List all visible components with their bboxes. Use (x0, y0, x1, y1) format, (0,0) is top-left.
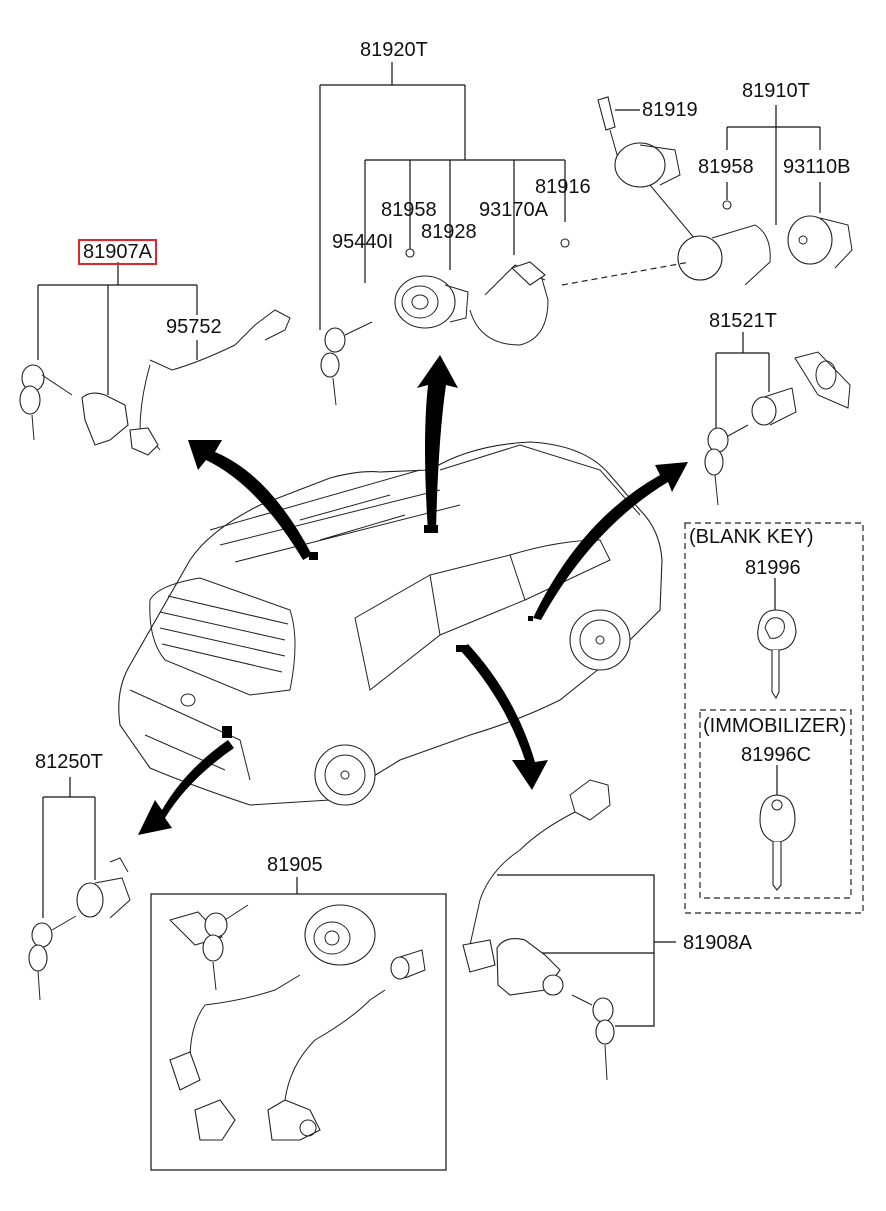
part-label-81920T[interactable]: 81920T (360, 39, 428, 61)
immobilizer-key-drawing (759, 794, 796, 891)
blank-key-drawing (757, 609, 797, 700)
leader-81907A (37, 262, 198, 395)
door-lock-81908A-drawing (462, 779, 615, 1081)
immobilizer-heading: (IMMOBILIZER) (703, 715, 847, 737)
arrow-to-81250T (138, 740, 234, 835)
immobilizer-box (699, 709, 852, 899)
arrow-to-81908A (460, 644, 548, 790)
part-label-81521T[interactable]: 81521T (709, 310, 777, 332)
part-label-81908A[interactable]: 81908A (683, 932, 752, 954)
blank-key-box (684, 522, 864, 914)
lock-set-81905-drawing (169, 904, 426, 1141)
part-label-95440I[interactable]: 95440I (332, 231, 394, 253)
blank-key-heading: (BLANK KEY) (689, 526, 814, 548)
part-label-93110B[interactable]: 93110B (783, 156, 851, 178)
lock-body-drawing (561, 96, 853, 286)
part-label-81905[interactable]: 81905 (267, 854, 323, 876)
arrow-to-81920T (417, 355, 458, 532)
tailgate-lock-drawing (19, 309, 291, 456)
arrow-to-81907A (188, 440, 312, 560)
part-label-81958-b[interactable]: 81958 (698, 156, 754, 178)
part-label-81996C[interactable]: 81996C (741, 744, 812, 766)
part-label-81916[interactable]: 81916 (535, 176, 591, 198)
rear-lock-drawing (28, 857, 131, 1001)
leader-81250T (42, 777, 96, 918)
ignition-cylinder-drawing (320, 238, 570, 406)
door-lock-cylinder-drawing (704, 351, 851, 506)
part-label-81250T[interactable]: 81250T (35, 751, 103, 773)
part-label-81907A-selected[interactable]: 81907A (78, 239, 157, 265)
part-label-81958[interactable]: 81958 (381, 199, 437, 221)
box-81905 (150, 877, 447, 1171)
vehicle-drawing (118, 441, 663, 806)
part-label-81910T[interactable]: 81910T (742, 80, 810, 102)
part-label-81996[interactable]: 81996 (745, 557, 801, 579)
leader-81910T (615, 105, 821, 225)
leader-81920T (319, 62, 566, 330)
callout-arrows (138, 355, 688, 835)
part-label-81919[interactable]: 81919 (642, 99, 698, 121)
arrow-to-81521T (533, 462, 688, 620)
leader-81908A (497, 874, 676, 1027)
part-label-95752[interactable]: 95752 (166, 316, 222, 338)
leader-81521T (715, 332, 770, 428)
part-label-81928[interactable]: 81928 (421, 221, 477, 243)
part-label-93170A[interactable]: 93170A (479, 199, 548, 221)
